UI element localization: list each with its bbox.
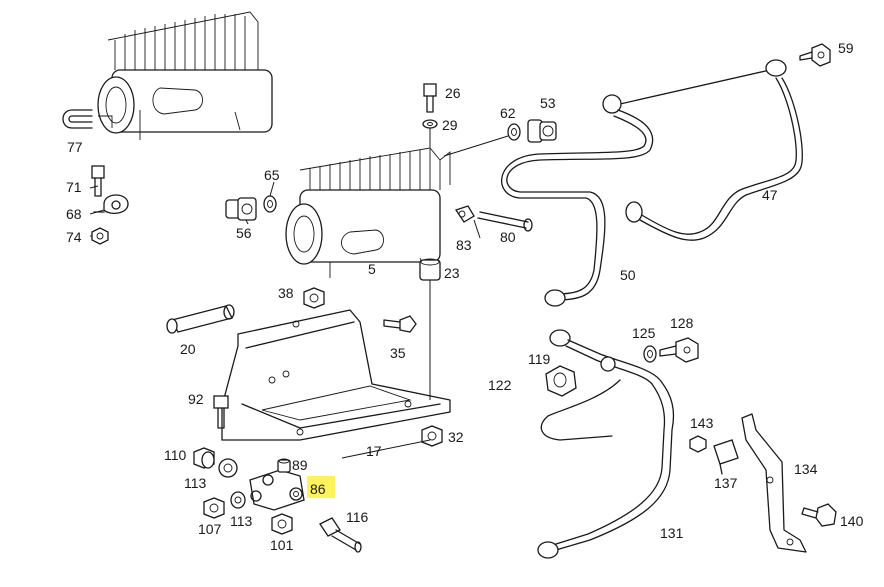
label-53[interactable]: 53 [540, 95, 556, 111]
washer-113-lower[interactable] [230, 491, 246, 509]
nut-122[interactable] [545, 365, 577, 397]
label-143[interactable]: 143 [690, 415, 714, 431]
bolt-140[interactable] [801, 503, 837, 527]
nut-32[interactable] [421, 425, 443, 447]
label-113-upper[interactable]: 113 [184, 475, 207, 491]
spacer-23[interactable] [419, 258, 441, 281]
upper-compressor[interactable] [97, 11, 273, 140]
part-labels: 77 71 68 74 56 65 26 29 62 53 59 47 5 83… [66, 40, 864, 553]
bolt-128[interactable] [659, 337, 699, 363]
bolt-92[interactable] [213, 395, 229, 429]
nut-101[interactable] [271, 513, 293, 535]
label-35[interactable]: 35 [390, 345, 406, 361]
hose-80[interactable] [477, 211, 533, 232]
label-131[interactable]: 131 [660, 525, 684, 541]
clip-137[interactable] [713, 439, 739, 475]
hose-clamp-77[interactable] [62, 109, 93, 129]
plug-110[interactable] [193, 447, 215, 469]
label-5[interactable]: 5 [368, 261, 376, 277]
label-71[interactable]: 71 [66, 179, 82, 195]
label-29[interactable]: 29 [442, 117, 458, 133]
bracket-17[interactable] [221, 309, 451, 441]
fitting-53[interactable] [527, 119, 557, 143]
elbow-83[interactable] [454, 205, 475, 223]
label-125[interactable]: 125 [632, 325, 656, 341]
label-50[interactable]: 50 [620, 267, 636, 283]
label-119[interactable]: 119 [528, 351, 551, 367]
label-83[interactable]: 83 [456, 237, 472, 253]
nut-74[interactable] [91, 227, 109, 245]
label-26[interactable]: 26 [445, 85, 461, 101]
highlight-86 [307, 476, 335, 498]
clamp-68[interactable] [93, 194, 129, 215]
label-134[interactable]: 134 [794, 461, 818, 477]
sleeve-89[interactable] [277, 458, 291, 473]
label-116[interactable]: 116 [346, 509, 369, 525]
label-56[interactable]: 56 [236, 225, 252, 241]
pipe-131[interactable] [537, 329, 675, 559]
label-59[interactable]: 59 [838, 40, 854, 56]
nut-38[interactable] [303, 287, 325, 309]
label-137[interactable]: 137 [714, 475, 738, 491]
label-107[interactable]: 107 [198, 521, 222, 537]
mount-20[interactable] [166, 304, 235, 334]
label-68[interactable]: 68 [66, 206, 82, 222]
bolt-26[interactable] [423, 83, 437, 113]
pipe-50[interactable] [501, 94, 654, 307]
label-74[interactable]: 74 [66, 229, 82, 245]
label-113-lower[interactable]: 113 [230, 513, 253, 529]
sensor-116[interactable] [319, 517, 362, 553]
label-62[interactable]: 62 [500, 105, 516, 121]
plug-107[interactable] [203, 497, 225, 519]
label-77[interactable]: 77 [67, 139, 83, 155]
label-101[interactable]: 101 [270, 537, 294, 553]
label-17[interactable]: 17 [366, 443, 382, 459]
label-65[interactable]: 65 [264, 167, 280, 183]
label-32[interactable]: 32 [448, 429, 464, 445]
valve-block-86[interactable] [249, 469, 305, 511]
fitting-56[interactable] [225, 197, 257, 221]
pipe-47[interactable] [619, 59, 803, 241]
label-89[interactable]: 89 [292, 457, 308, 473]
label-86[interactable]: 86 [310, 481, 326, 497]
bolt-71[interactable] [91, 165, 105, 197]
compressor-5[interactable] [285, 147, 451, 278]
label-47[interactable]: 47 [762, 187, 778, 203]
washer-29[interactable] [422, 119, 438, 129]
label-128[interactable]: 128 [670, 315, 694, 331]
bolt-59[interactable] [799, 43, 831, 67]
nut-143[interactable] [689, 435, 707, 453]
label-140[interactable]: 140 [840, 513, 864, 529]
washer-62[interactable] [507, 123, 521, 141]
label-92[interactable]: 92 [188, 391, 204, 407]
bolt-35[interactable] [383, 315, 417, 333]
label-80[interactable]: 80 [500, 229, 516, 245]
bracket-134[interactable] [741, 413, 807, 553]
washer-125[interactable] [643, 345, 657, 363]
leader-lines [89, 181, 481, 459]
label-23[interactable]: 23 [444, 265, 460, 281]
washer-65[interactable] [263, 195, 277, 213]
label-122[interactable]: 122 [488, 377, 512, 393]
label-20[interactable]: 20 [180, 341, 196, 357]
label-110[interactable]: 110 [164, 447, 187, 463]
fitting-119[interactable] [600, 356, 616, 372]
washer-113-upper[interactable] [218, 458, 238, 478]
label-38[interactable]: 38 [278, 285, 294, 301]
